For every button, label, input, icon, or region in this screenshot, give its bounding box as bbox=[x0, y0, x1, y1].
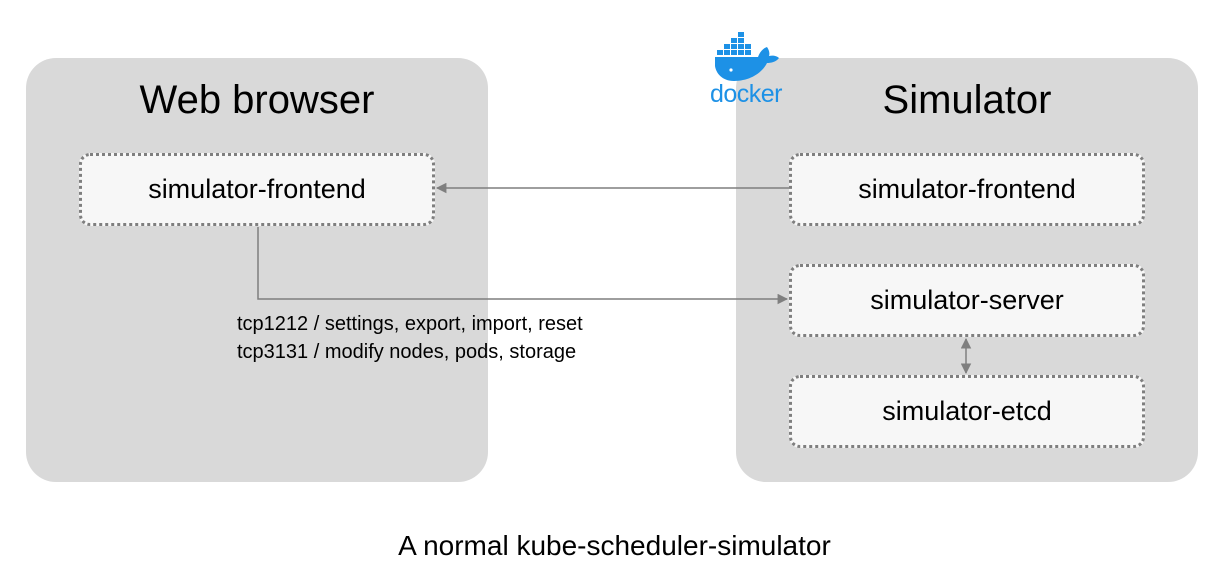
browser-simulator-frontend-node: simulator-frontend bbox=[79, 153, 435, 226]
diagram-caption: A normal kube-scheduler-simulator bbox=[398, 530, 831, 561]
simulator-server-node: simulator-server bbox=[789, 264, 1145, 337]
edge-label-tcp3131: tcp3131 / modify nodes, pods, storage bbox=[237, 341, 577, 363]
simulator-etcd-node: simulator-etcd bbox=[789, 375, 1145, 448]
web-browser-panel: Web browser bbox=[26, 58, 488, 482]
edge-label-tcp1212: tcp1212 / settings, export, import, rese… bbox=[237, 313, 583, 335]
web-browser-title: Web browser bbox=[139, 78, 375, 122]
docker-logo-text: docker bbox=[709, 80, 783, 108]
simulator-frontend-node: simulator-frontend bbox=[789, 153, 1145, 226]
docker-whale-icon bbox=[715, 32, 779, 81]
arrow-browser-frontend-to-server bbox=[257, 227, 789, 305]
simulator-title: Simulator bbox=[882, 78, 1052, 122]
